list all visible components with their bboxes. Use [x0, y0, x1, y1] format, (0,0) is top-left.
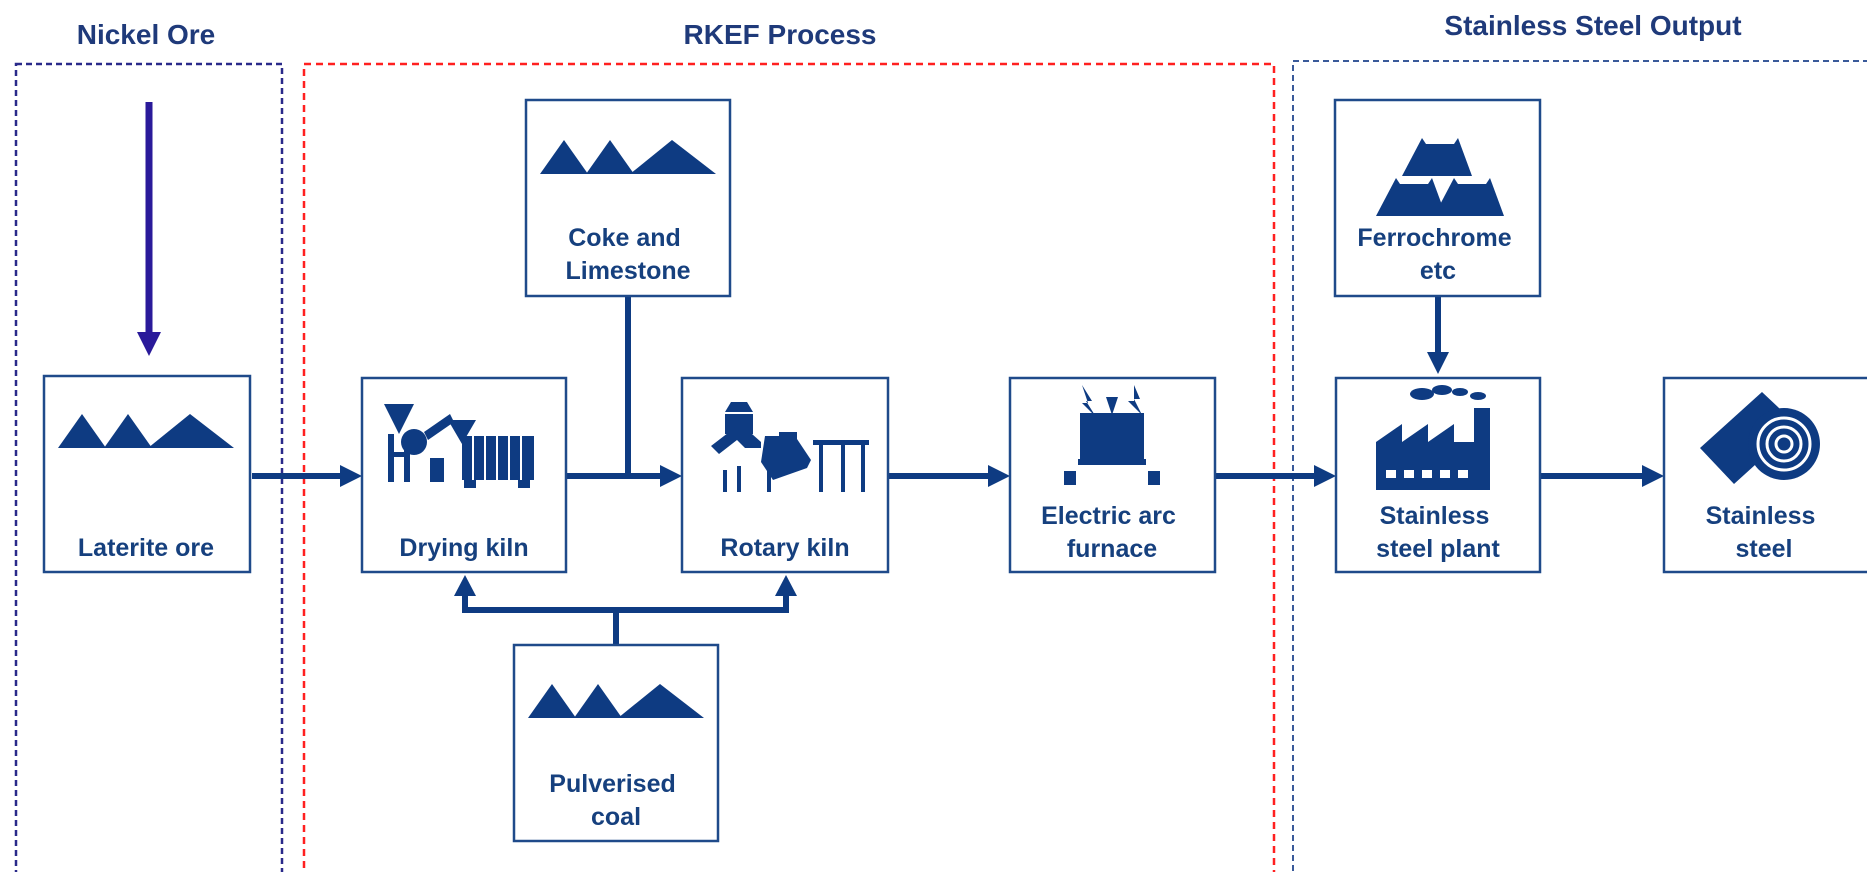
stage-title-nickel-ore: Nickel Ore — [77, 19, 216, 50]
label-line: Coke and — [568, 224, 681, 252]
node-label: Stainless steel plant — [1376, 502, 1500, 563]
label-line: coal — [591, 803, 641, 831]
label-line: etc — [1420, 257, 1456, 285]
label-line: Pulverised — [549, 770, 675, 798]
arrowhead-eaf — [988, 465, 1010, 487]
node-label: Pulverised coal — [549, 770, 682, 831]
label-line: Laterite ore — [78, 534, 214, 562]
label-line: Stainless — [1706, 502, 1816, 530]
node-label: Drying kiln — [399, 534, 528, 562]
label-line: furnace — [1067, 535, 1157, 563]
ore-input-arrowhead — [137, 332, 161, 356]
label-line: Stainless — [1380, 502, 1490, 530]
label-line: steel plant — [1376, 535, 1500, 563]
stage-title-stainless-output: Stainless Steel Output — [1444, 10, 1741, 41]
rotary-kiln-icon — [711, 402, 869, 492]
arrowhead-steel — [1642, 465, 1664, 487]
label-line: Ferrochrome — [1357, 224, 1511, 252]
arrowhead-rotary — [660, 465, 682, 487]
factory-icon — [1376, 385, 1490, 490]
label-line: Rotary kiln — [720, 534, 849, 562]
node-label: Laterite ore — [78, 534, 214, 562]
node-electric-arc-furnace: Electric arc furnace — [1008, 376, 1217, 574]
node-label: Coke and Limestone — [565, 224, 690, 285]
node-stainless-steel: Stainless steel — [1662, 376, 1867, 574]
ore-pile-icon — [58, 414, 234, 448]
node-label: Stainless steel — [1706, 502, 1823, 563]
ore-pile-icon — [540, 140, 716, 174]
drying-kiln-icon — [384, 404, 534, 488]
arrowhead-plant — [1314, 465, 1336, 487]
arrowhead-ferrochrome — [1427, 352, 1449, 374]
label-line: Drying kiln — [399, 534, 528, 562]
arrowhead-coal-drying — [454, 575, 476, 596]
arrowhead-coal-rotary — [775, 575, 797, 596]
arrowhead-drying — [340, 465, 362, 487]
flow-connectors — [137, 102, 1664, 645]
node-coke-limestone: Coke and Limestone — [524, 98, 732, 298]
node-rotary-kiln: Rotary kiln — [680, 376, 890, 574]
stage-frames — [14, 60, 1867, 872]
label-line: steel — [1736, 535, 1793, 563]
label-line: Electric arc — [1041, 502, 1176, 530]
node-laterite-ore: Laterite ore — [42, 374, 252, 574]
node-stainless-steel-plant: Stainless steel plant — [1334, 376, 1542, 574]
ore-pile-icon — [528, 684, 704, 718]
node-pulverised-coal: Pulverised coal — [512, 643, 720, 843]
label-line: Limestone — [565, 257, 690, 285]
node-label: Electric arc furnace — [1041, 502, 1183, 563]
node-label: Rotary kiln — [720, 534, 849, 562]
steel-coil-icon — [1700, 392, 1820, 484]
node-box — [42, 374, 252, 574]
node-label: Ferrochrome etc — [1357, 224, 1518, 285]
node-box — [524, 98, 732, 298]
arc-furnace-icon — [1064, 385, 1160, 485]
node-box — [512, 643, 720, 843]
node-ferrochrome: Ferrochrome etc — [1333, 98, 1542, 298]
stage-title-rkef-process: RKEF Process — [684, 19, 877, 50]
node-drying-kiln: Drying kiln — [360, 376, 568, 574]
ingot-stack-icon — [1376, 138, 1504, 216]
